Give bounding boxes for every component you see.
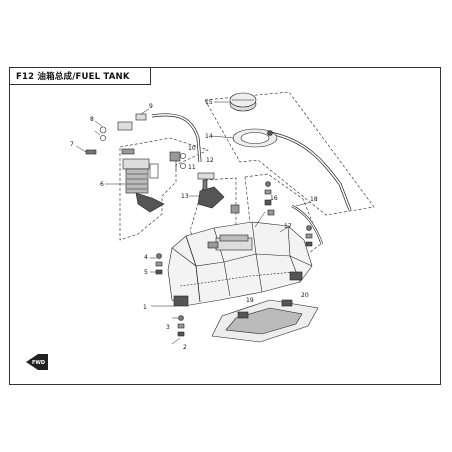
callout-numbers: 1 2 3 4 5 6 7 8 9 10 11 12 13 14 15 16 1…: [70, 99, 318, 351]
callout-5: 5: [144, 269, 148, 276]
fuel-pump: [122, 158, 165, 213]
fuel-hose-inner: [151, 114, 201, 163]
diagram-frame: [9, 67, 441, 385]
fwd-label: FWD: [32, 360, 45, 366]
callout-8: 8: [90, 116, 94, 123]
callout-11: 11: [188, 164, 196, 171]
fuel-level-sensor: [197, 172, 240, 214]
callout-17: 17: [284, 223, 292, 230]
hose-junction: [169, 151, 186, 170]
tank-mount-plate: [211, 299, 319, 343]
callout-16: 16: [270, 195, 278, 202]
right-fasteners: [264, 181, 313, 247]
title-box: F12 油箱总成/FUEL TANK: [9, 67, 151, 85]
callout-1: 1: [143, 304, 147, 311]
cap-group-outline: [204, 91, 375, 216]
callout-4: 4: [144, 254, 148, 261]
callout-3: 3: [166, 324, 170, 331]
leader-lines: [75, 101, 312, 345]
fuel-tank: [167, 221, 313, 307]
callout-15: 15: [205, 99, 213, 106]
callout-7: 7: [70, 141, 74, 148]
diagram-title: F12 油箱总成/FUEL TANK: [16, 71, 130, 82]
callout-14: 14: [205, 133, 213, 140]
breather-hose-inner: [269, 132, 351, 211]
callout-18: 18: [310, 196, 318, 203]
callout-9: 9: [149, 103, 153, 110]
drain-hose-inner: [291, 205, 323, 245]
callout-20: 20: [301, 292, 309, 299]
callout-19: 19: [246, 297, 254, 304]
callout-2: 2: [183, 344, 187, 351]
callout-6: 6: [100, 181, 104, 188]
cap-ring: [232, 128, 278, 148]
fwd-arrow-icon: FWD: [26, 354, 48, 370]
callout-10: 10: [188, 145, 196, 152]
fuel-cap: [229, 92, 257, 112]
left-fasteners: [155, 253, 185, 337]
callout-12: 12: [206, 157, 214, 164]
callout-13: 13: [181, 193, 189, 200]
pump-fittings: [85, 113, 147, 155]
